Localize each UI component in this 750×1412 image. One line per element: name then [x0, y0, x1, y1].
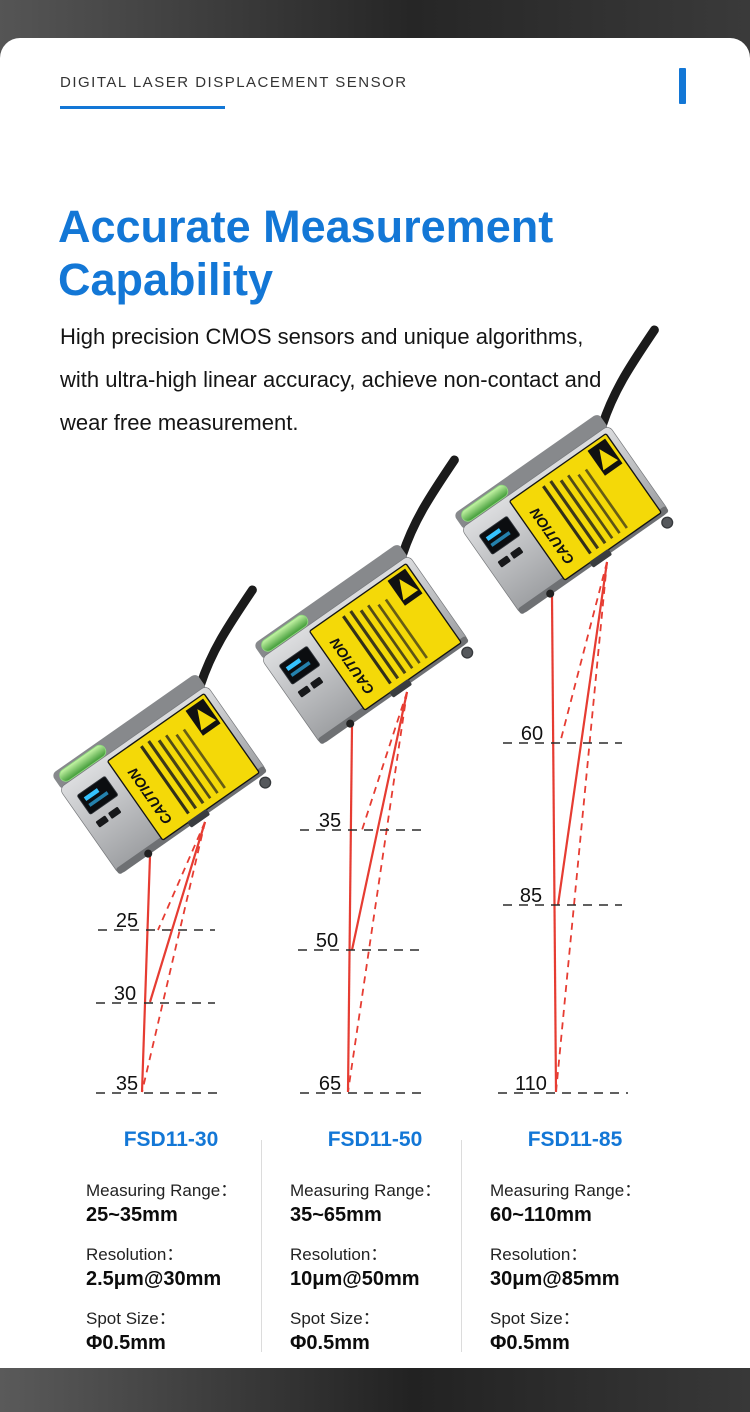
product-card-fsd11-30: FSD11-30 Measuring Range： 25~35mm Resolu… — [86, 1128, 256, 1368]
resolution-label: Resolution： — [86, 1245, 184, 1264]
resolution-label: Resolution： — [490, 1245, 588, 1264]
spot-size-label: Spot Size： — [86, 1309, 176, 1328]
measuring-range-label: Measuring Range： — [290, 1181, 442, 1200]
resolution-value: 30μm@85mm — [490, 1268, 620, 1290]
model-name: FSD11-30 — [123, 1128, 219, 1151]
column-divider — [461, 1140, 462, 1352]
measuring-range-label: Measuring Range： — [490, 1181, 642, 1200]
sensor-image-fsd11-85 — [424, 380, 674, 630]
resolution-value: 10μm@50mm — [290, 1268, 420, 1290]
product-card-fsd11-85: FSD11-85 Measuring Range： 60~110mm Resol… — [490, 1128, 660, 1368]
page-header-label: DIGITAL LASER DISPLACEMENT SENSOR — [60, 74, 408, 91]
spot-size-value: Φ0.5mm — [86, 1332, 166, 1354]
hero-description: High precision CMOS sensors and unique a… — [60, 324, 602, 435]
measuring-range-value: 35~65mm — [290, 1204, 382, 1226]
header-accent-bar — [679, 68, 686, 104]
model-name: FSD11-50 — [327, 1128, 423, 1151]
measuring-range-value: 60~110mm — [490, 1204, 592, 1226]
model-name: FSD11-85 — [527, 1128, 623, 1151]
page-title: Accurate Measurement Capability — [58, 200, 553, 306]
resolution-value: 2.5μm@30mm — [86, 1268, 222, 1290]
page-title-line2: Capability — [58, 254, 274, 306]
header-underline — [60, 106, 225, 109]
footer-bar — [0, 1368, 750, 1412]
product-card-fsd11-50: FSD11-50 Measuring Range： 35~65mm Resolu… — [290, 1128, 460, 1368]
measuring-range-label: Measuring Range： — [86, 1181, 238, 1200]
spot-size-label: Spot Size： — [290, 1309, 380, 1328]
column-divider — [261, 1140, 262, 1352]
page-title-line1: Accurate Measurement — [58, 201, 554, 252]
spot-size-value: Φ0.5mm — [490, 1332, 570, 1354]
measuring-range-value: 25~35mm — [86, 1204, 178, 1226]
resolution-label: Resolution： — [290, 1245, 388, 1264]
spot-size-value: Φ0.5mm — [290, 1332, 370, 1354]
spot-size-label: Spot Size： — [490, 1309, 580, 1328]
